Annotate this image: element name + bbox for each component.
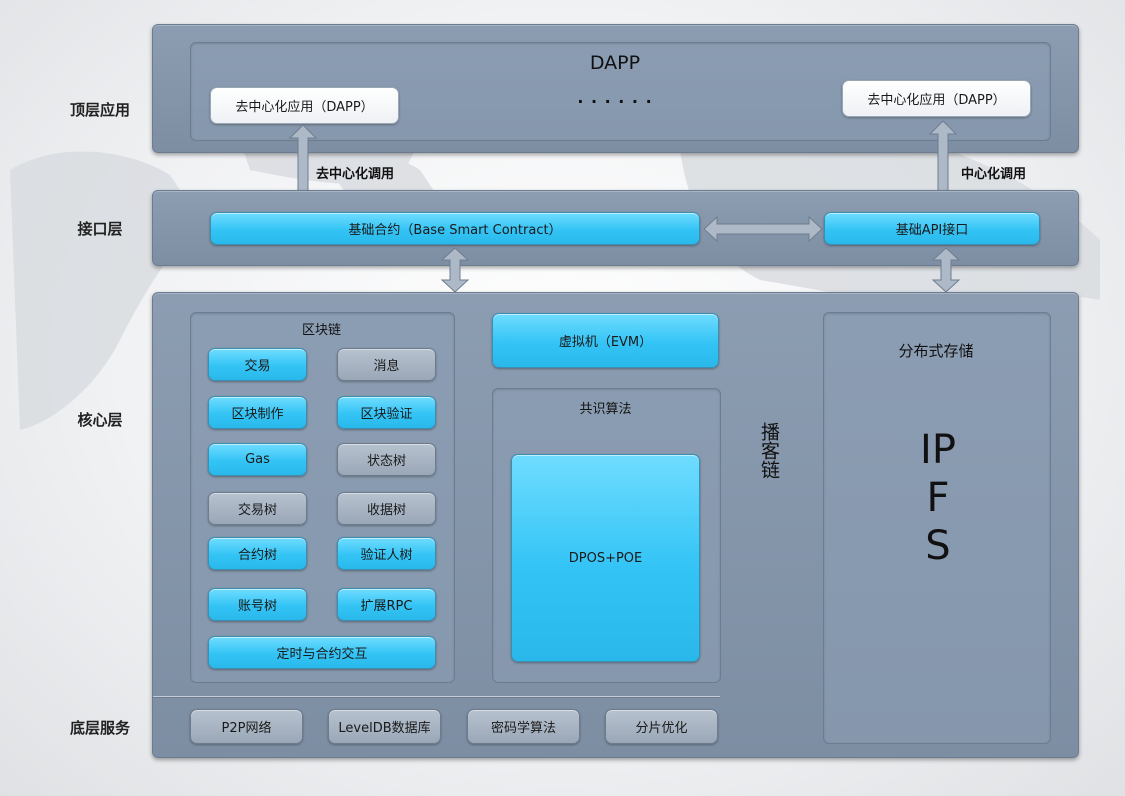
layer-label-base: 底层服务 <box>69 719 130 737</box>
item-block-production[interactable]: 区块制作 <box>208 396 307 429</box>
item-receipt-tree[interactable]: 收据树 <box>337 492 436 525</box>
item-transaction[interactable]: 交易 <box>208 348 307 381</box>
contract-api-arrow <box>703 215 823 243</box>
storage-group <box>823 312 1051 744</box>
dapp-left-box[interactable]: 去中心化应用（DAPP） <box>210 87 399 124</box>
base-separator <box>153 696 720 697</box>
base-p2p-network[interactable]: P2P网络 <box>190 709 303 744</box>
dapp-title: DAPP <box>589 52 641 74</box>
item-transaction-tree[interactable]: 交易树 <box>208 492 307 525</box>
consensus-title: 共识算法 <box>579 402 632 417</box>
dapp-right-box[interactable]: 去中心化应用（DAPP） <box>842 80 1031 117</box>
item-message[interactable]: 消息 <box>337 348 436 381</box>
dapp-ellipsis: · · · · · · <box>577 92 653 111</box>
base-sharding[interactable]: 分片优化 <box>605 709 718 744</box>
base-leveldb[interactable]: LevelDB数据库 <box>328 709 441 744</box>
broadcast-chain-label: 播客链 <box>758 422 780 479</box>
vm-box[interactable]: 虚拟机（EVM） <box>492 313 719 368</box>
blockchain-title: 区块链 <box>301 323 341 338</box>
layer-label-core: 核心层 <box>77 411 123 429</box>
base-api-box[interactable]: 基础API接口 <box>824 212 1040 245</box>
item-state-tree[interactable]: 状态树 <box>337 443 436 476</box>
ipfs-label: IPFS <box>920 427 956 569</box>
storage-title: 分布式存储 <box>898 342 974 360</box>
item-extended-rpc[interactable]: 扩展RPC <box>337 588 436 621</box>
layer-label-top: 顶层应用 <box>69 101 130 119</box>
item-block-validation[interactable]: 区块验证 <box>337 396 436 429</box>
centralized-call-label: 中心化调用 <box>961 167 1027 182</box>
item-timer-contract-interaction[interactable]: 定时与合约交互 <box>208 636 436 669</box>
item-contract-tree[interactable]: 合约树 <box>208 537 307 570</box>
interface-core-arrow-left <box>440 247 470 293</box>
item-gas[interactable]: Gas <box>208 443 307 476</box>
item-validator-tree[interactable]: 验证人树 <box>337 537 436 570</box>
base-smart-contract-box[interactable]: 基础合约（Base Smart Contract） <box>210 212 700 245</box>
base-cryptography[interactable]: 密码学算法 <box>467 709 580 744</box>
decentralized-call-label: 去中心化调用 <box>316 167 395 182</box>
layer-label-interface: 接口层 <box>77 220 123 238</box>
interface-core-arrow-right <box>931 247 961 293</box>
item-account-tree[interactable]: 账号树 <box>208 588 307 621</box>
dpos-poe-box[interactable]: DPOS+POE <box>511 454 700 662</box>
